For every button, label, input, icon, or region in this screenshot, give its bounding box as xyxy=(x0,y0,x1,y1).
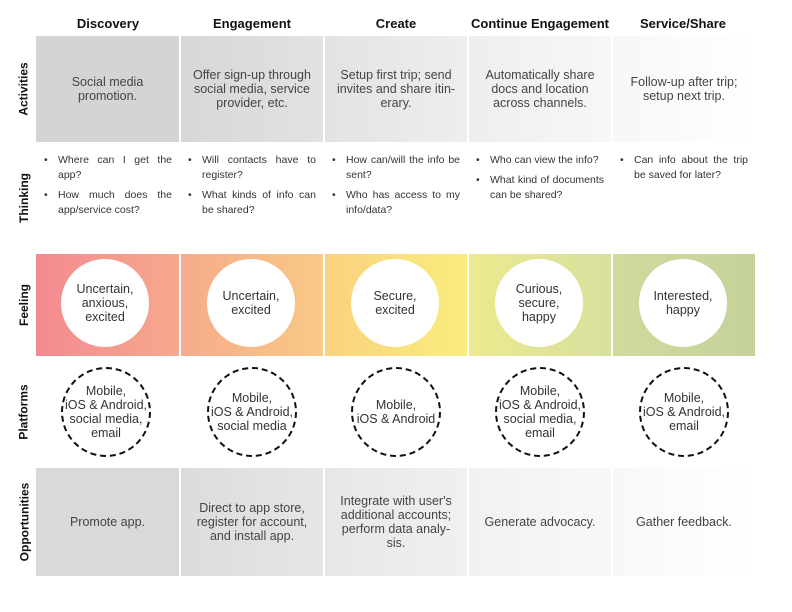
activity-cell-service-share: Follow-up after trip; setup next trip. xyxy=(613,36,755,142)
thinking-cell-create: How can/will the info be sent? Who has ac… xyxy=(324,145,464,223)
feeling-circle-continue-engagement: Curious, secure, happy xyxy=(495,259,583,347)
thinking-item: Can info about the trip be saved for lat… xyxy=(616,153,748,183)
activity-cell-continue-engagement: Automatically share docs and location ac… xyxy=(469,36,611,142)
column-header-create: Create xyxy=(375,16,417,31)
opportunity-cell-continue-engagement: Generate advocacy. xyxy=(469,468,611,576)
thinking-item: How much does the app/service cost? xyxy=(40,188,172,218)
opportunity-cell-discovery: Promote app. xyxy=(36,468,179,576)
opportunity-cell-service-share: Gather feedback. xyxy=(613,468,755,576)
platform-circle-engagement: Mobile, iOS & Android, social media xyxy=(207,367,297,457)
thinking-item: Where can I get the app? xyxy=(40,153,172,183)
row-label-platforms: Platforms xyxy=(17,384,32,440)
thinking-item: How can/will the info be sent? xyxy=(328,153,460,183)
opportunity-cell-engagement: Direct to app store, register for accoun… xyxy=(181,468,323,576)
platform-circle-discovery: Mobile, iOS & Android, social media, ema… xyxy=(61,367,151,457)
opportunity-cell-create: Integrate with user's additional account… xyxy=(325,468,467,576)
thinking-item: What kinds of info can be shared? xyxy=(184,188,316,218)
column-header-continue-engagement: Continue Engagement xyxy=(471,16,609,31)
thinking-item: Who can view the info? xyxy=(472,153,604,168)
platform-circle-continue-engagement: Mobile, iOS & Android, social media, ema… xyxy=(495,367,585,457)
column-header-discovery: Discovery xyxy=(76,16,140,31)
column-header-engagement: Engagement xyxy=(212,16,291,31)
feeling-circle-discovery: Uncertain, anxious, excited xyxy=(61,259,149,347)
feeling-circle-engagement: Uncertain, excited xyxy=(207,259,295,347)
platform-circle-create: Mobile, iOS & Android xyxy=(351,367,441,457)
thinking-item: What kind of documents can be shared? xyxy=(472,173,604,203)
thinking-cell-discovery: Where can I get the app? How much does th… xyxy=(36,145,176,223)
feeling-circle-service-share: Interested, happy xyxy=(639,259,727,347)
feeling-circle-create: Secure, excited xyxy=(351,259,439,347)
activity-cell-create: Setup first trip; send invites and share… xyxy=(325,36,467,142)
column-header-service-share: Service/Share xyxy=(639,16,726,31)
thinking-cell-service-share: Can info about the trip be saved for lat… xyxy=(612,145,752,188)
activity-cell-discovery: Social media promotion. xyxy=(36,36,179,142)
activity-cell-engagement: Offer sign-up through social media, serv… xyxy=(181,36,323,142)
thinking-cell-continue-engagement: Who can view the info? What kind of docum… xyxy=(468,145,608,208)
platform-circle-service-share: Mobile, iOS & Android, email xyxy=(639,367,729,457)
thinking-item: Will contacts have to register? xyxy=(184,153,316,183)
thinking-cell-engagement: Will contacts have to register? What kind… xyxy=(180,145,320,223)
thinking-item: Who has access to my info/data? xyxy=(328,188,460,218)
